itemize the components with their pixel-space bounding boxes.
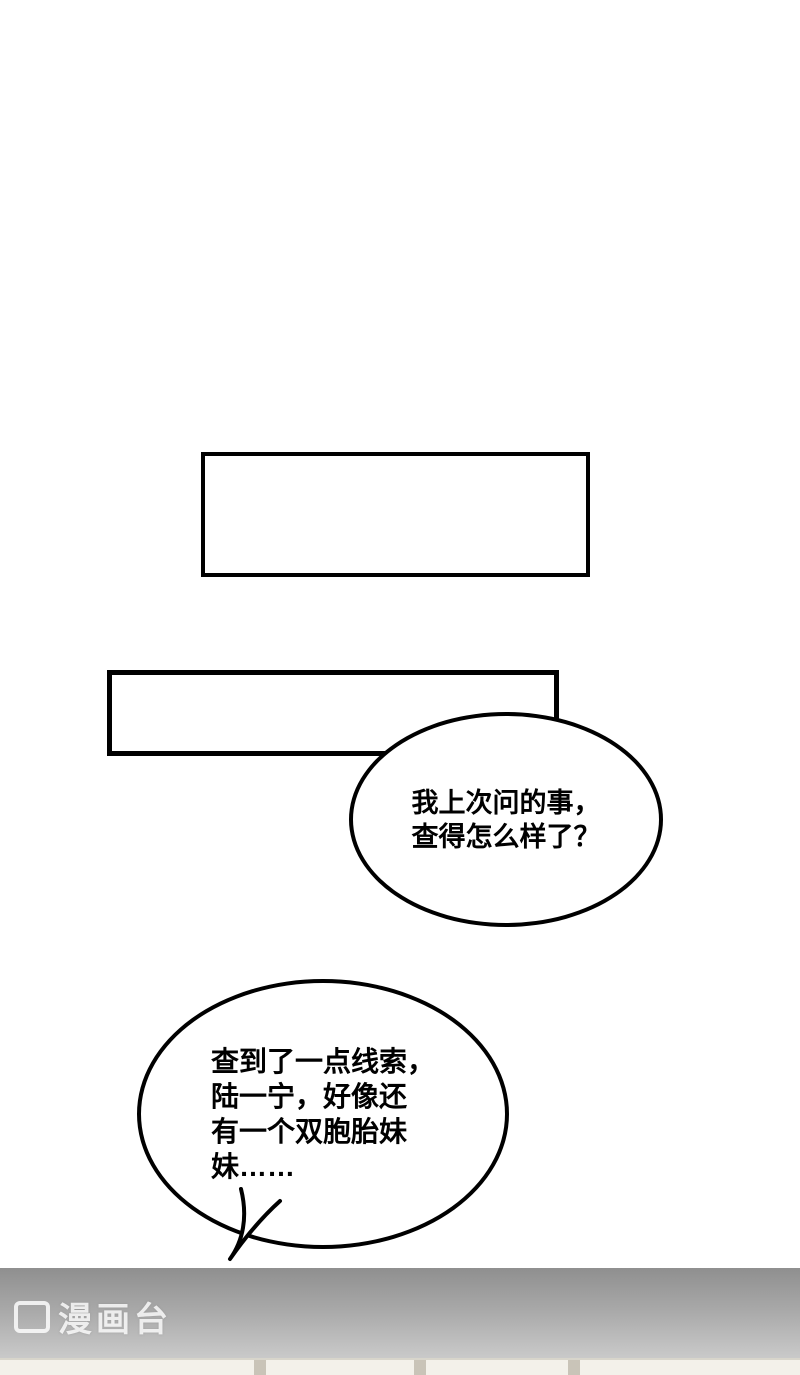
cabinet-panels <box>0 1358 800 1375</box>
bubble2-line-2: 陆一宁，好像还 <box>210 1081 407 1112</box>
speech-bubble-1: 我上次问的事， 查得怎么样了？ <box>349 712 663 927</box>
speech-bubble-2: 查到了一点线索， 陆一宁，好像还 有一个双胞胎妹 妹…… <box>137 979 509 1249</box>
bubble2-line-3: 有一个双胞胎妹 <box>210 1116 407 1147</box>
watermark-text: 漫画台 <box>58 1301 172 1339</box>
bubble1-line-2: 查得怎么样了？ <box>411 821 601 852</box>
manhuatai-logo-icon <box>14 1300 50 1333</box>
bubble2-line-4: 妹…… <box>210 1151 295 1182</box>
speech-bubble-1-text: 我上次问的事， 查得怎么样了？ <box>412 786 601 854</box>
background-floor <box>0 1268 800 1375</box>
bubble1-line-1: 我上次问的事， <box>411 787 601 818</box>
speech-bubble-2-text: 查到了一点线索， 陆一宁，好像还 有一个双胞胎妹 妹…… <box>211 1044 435 1184</box>
bubble2-line-1: 查到了一点线索， <box>210 1046 435 1077</box>
manhuatai-watermark: 漫画台 <box>14 1292 172 1341</box>
caption-box-1 <box>201 452 590 577</box>
